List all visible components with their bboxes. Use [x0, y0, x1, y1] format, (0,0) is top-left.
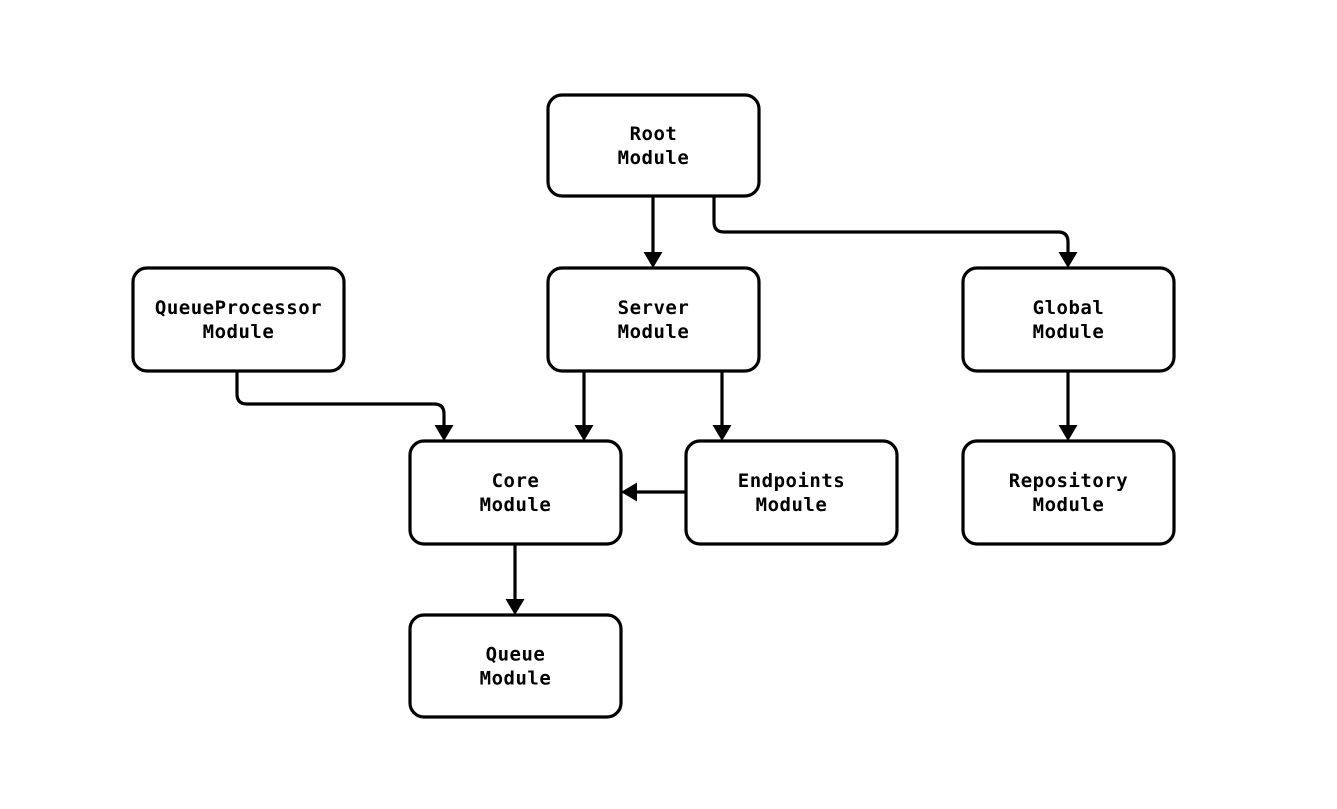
edge-queueprocessor-to-core [235, 371, 454, 441]
edge-global-to-repository [1058, 371, 1078, 441]
edge-root-to-global [712, 196, 1078, 268]
arrowhead-icon [621, 482, 637, 502]
arrowhead-icon [505, 599, 525, 615]
node-label-primary: Server [618, 297, 690, 319]
node-label-primary: Root [630, 123, 678, 145]
node-label-primary: Endpoints [738, 470, 845, 492]
edge-root-to-server [643, 196, 663, 268]
edge-core-to-queue [505, 544, 525, 615]
node-box[interactable] [408, 613, 623, 719]
node-label-secondary: Module [203, 321, 275, 343]
node-label-secondary: Module [1033, 321, 1105, 343]
node-label-primary: Queue [486, 644, 546, 666]
node-label-primary: Core [492, 470, 540, 492]
edge-line [235, 371, 446, 426]
edge-layer [235, 196, 1078, 615]
node-label-primary: Global [1033, 297, 1105, 319]
node-box[interactable] [546, 266, 761, 373]
arrowhead-icon [1058, 252, 1078, 268]
node-layer: RootModuleQueueProcessorModuleServerModu… [131, 93, 1176, 719]
node-box[interactable] [131, 266, 346, 373]
node-label-secondary: Module [1033, 494, 1105, 516]
edge-endpoints-to-core [621, 482, 686, 502]
node-box[interactable] [961, 266, 1176, 373]
node-label-secondary: Module [480, 668, 552, 690]
node-label-primary: QueueProcessor [155, 297, 322, 319]
node-label-secondary: Module [618, 321, 690, 343]
edge-server-to-endpoints [712, 371, 732, 441]
edge-line [712, 196, 1070, 253]
arrowhead-icon [434, 425, 454, 441]
edge-server-to-core [574, 371, 594, 441]
arrowhead-icon [643, 252, 663, 268]
arrowhead-icon [1058, 425, 1078, 441]
node-box[interactable] [684, 439, 899, 546]
node-box[interactable] [961, 439, 1176, 546]
node-label-primary: Repository [1009, 470, 1128, 492]
node-label-secondary: Module [480, 494, 552, 516]
node-box[interactable] [546, 93, 761, 198]
arrowhead-icon [712, 425, 732, 441]
node-label-secondary: Module [756, 494, 828, 516]
arrowhead-icon [574, 425, 594, 441]
node-box[interactable] [408, 439, 623, 546]
node-label-secondary: Module [618, 147, 690, 169]
